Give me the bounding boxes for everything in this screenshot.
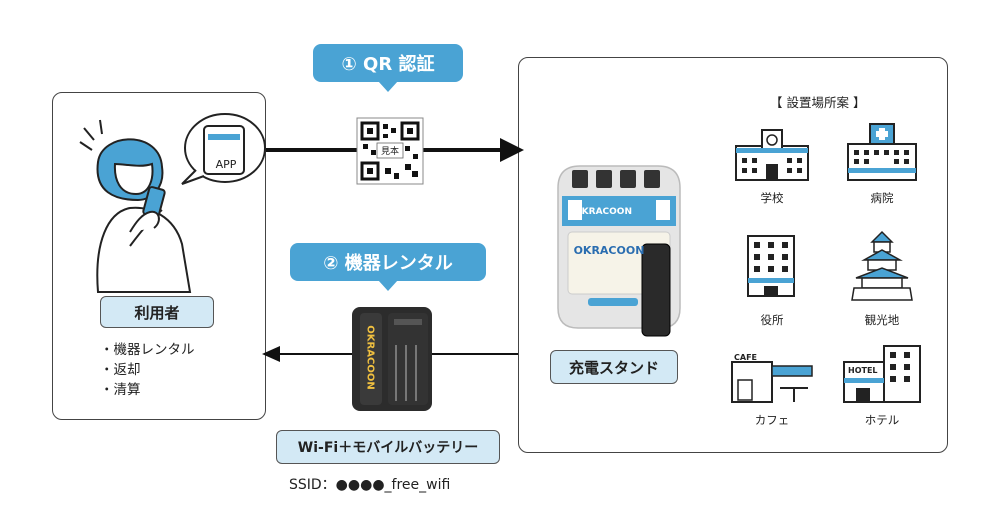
user-with-phone-illustration (79, 113, 266, 293)
installation-places-title: 【 設置場所案 】 (770, 95, 866, 110)
place-label-hospital: 病院 (870, 191, 894, 205)
qr-sample-caption: 見本 (380, 147, 399, 157)
charging-stand-illustration (557, 165, 681, 337)
cafe-icon (731, 361, 813, 403)
device-label: Wi-Fi＋モバイルバッテリー (276, 430, 500, 464)
hotel-sign: HOTEL (848, 366, 878, 375)
app-screen-label: APP (215, 158, 237, 171)
ssid-text: SSID：●●●●_free_wifi (289, 477, 451, 493)
place-label-cafe: カフェ (754, 413, 790, 427)
place-label-government-office: 役所 (760, 313, 784, 327)
device-brand-logo: OKRACOON (364, 325, 376, 390)
stand-brand-logo: OKRACOON (574, 207, 632, 217)
step-device-rental-badge: ② 機器レンタル (290, 243, 486, 291)
castle-icon (851, 230, 913, 301)
place-label-school: 学校 (760, 191, 784, 205)
list-item: ・返却 (100, 362, 141, 378)
user-label: 利用者 (100, 296, 214, 328)
stand-screen-logo: OKRACOON (573, 244, 645, 257)
mobile-battery-wifi-device (352, 307, 432, 411)
user-actions-list: ・機器レンタル ・返却 ・清算 (100, 340, 195, 400)
place-label-hotel: ホテル (864, 413, 900, 427)
list-item: ・清算 (100, 382, 141, 398)
list-item: ・機器レンタル (100, 342, 195, 358)
hotel-icon (843, 345, 921, 403)
qr-code-icon (356, 117, 424, 185)
place-label-tourist-spot: 観光地 (864, 313, 900, 327)
hospital-icon (847, 123, 917, 181)
cafe-sign: CAFE (734, 353, 757, 362)
government-office-icon (747, 235, 795, 297)
school-icon (735, 129, 809, 181)
charging-stand-label: 充電スタンド (550, 350, 678, 384)
step-qr-auth-badge: ① QR 認証 (313, 44, 463, 92)
